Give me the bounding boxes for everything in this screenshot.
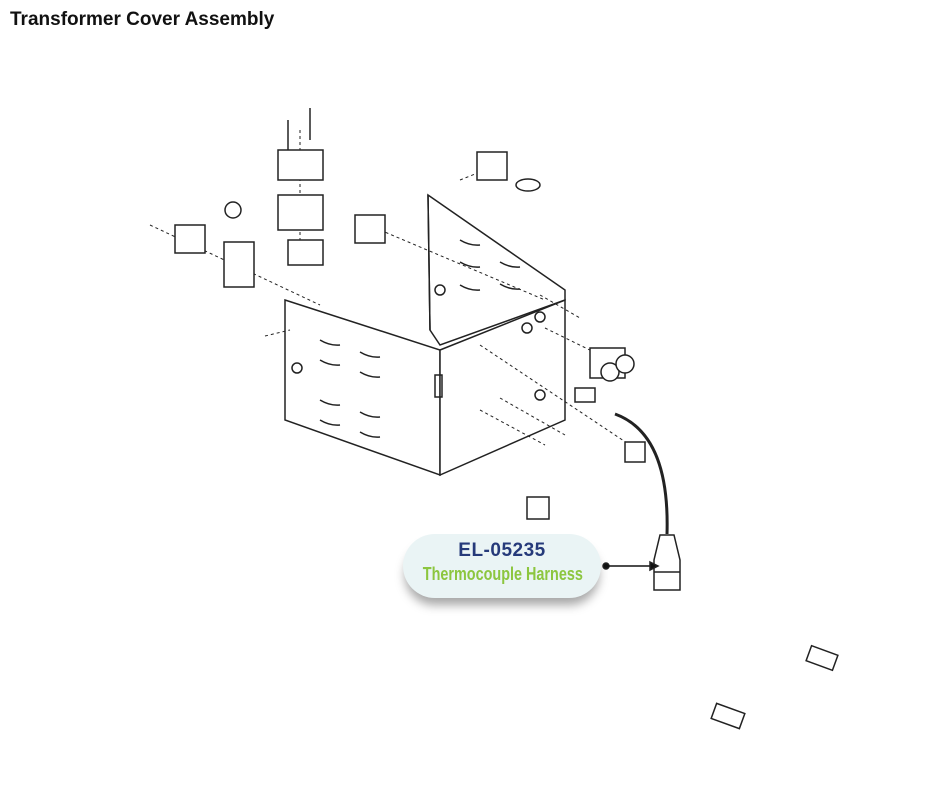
page-title: Transformer Cover Assembly — [10, 9, 275, 30]
part-callout: EL-05235 Thermocouple Harness — [403, 534, 601, 598]
cover-box — [284, 193, 566, 477]
part-name: Thermocouple Harness — [422, 564, 583, 584]
callout-arrow — [602, 560, 660, 572]
components — [174, 108, 839, 730]
thermocouple-harness — [614, 412, 681, 591]
part-number: EL-05235 — [458, 540, 546, 561]
